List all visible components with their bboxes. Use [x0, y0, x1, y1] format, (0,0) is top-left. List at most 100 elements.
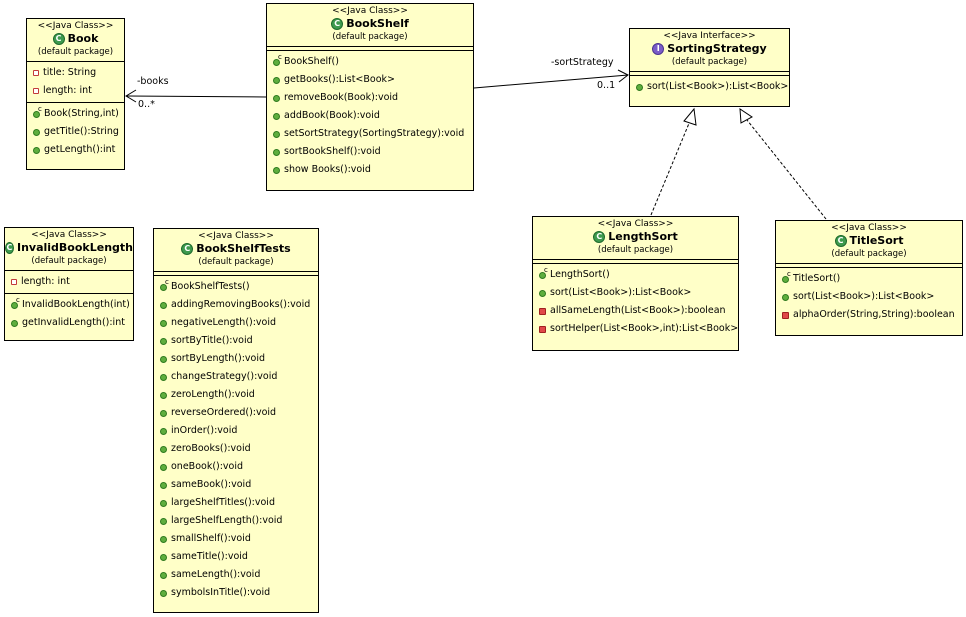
method-signature: sameTitle():void — [171, 551, 248, 562]
constructor-icon — [160, 279, 169, 291]
public-method-icon — [160, 337, 167, 345]
public-method-icon — [160, 427, 167, 435]
method-row[interactable]: sort(List<Book>):List<Book> — [636, 78, 789, 96]
class-icon: C — [52, 33, 65, 45]
methods-section: LengthSort() sort(List<Book>):List<Book> a… — [533, 264, 738, 340]
method-row[interactable]: sortByLength():void — [160, 350, 314, 368]
public-method-icon — [33, 146, 40, 154]
class-icon: C — [5, 242, 14, 254]
constructor-icon — [273, 54, 282, 66]
method-signature: sort(List<Book>):List<Book> — [550, 287, 692, 298]
method-signature: getTitle():String — [44, 126, 119, 137]
class-name: SortingStrategy — [667, 42, 767, 55]
class-name: BookShelfTests — [196, 242, 291, 255]
class-name: Book — [67, 32, 99, 45]
method-row[interactable]: oneBook():void — [160, 458, 314, 476]
public-method-icon — [273, 148, 280, 156]
methods-section: sort(List<Book>):List<Book> — [630, 76, 789, 98]
method-row[interactable]: smallShelf():void — [160, 530, 314, 548]
method-row[interactable]: zeroBooks():void — [160, 440, 314, 458]
method-row[interactable]: addingRemovingBooks():void — [160, 296, 314, 314]
method-signature: sort(List<Book>):List<Book> — [793, 291, 935, 302]
method-row[interactable]: getLength():int — [33, 141, 120, 159]
method-row[interactable]: setSortStrategy(SortingStrategy):void — [273, 125, 469, 143]
method-row[interactable]: BookShelfTests() — [160, 278, 314, 296]
method-row[interactable]: inOrder():void — [160, 422, 314, 440]
method-row[interactable]: symbolsInTitle():void — [160, 584, 314, 602]
method-row[interactable]: sameLength():void — [160, 566, 314, 584]
field-row[interactable]: title: String — [33, 64, 120, 82]
method-row[interactable]: sortBookShelf():void — [273, 143, 469, 161]
method-row[interactable]: negativeLength():void — [160, 314, 314, 332]
methods-section: BookShelfTests()addingRemovingBooks():vo… — [154, 276, 318, 604]
method-row[interactable]: alphaOrder(String,String):boolean — [782, 306, 958, 324]
private-method-icon — [782, 311, 789, 319]
method-signature: symbolsInTitle():void — [171, 587, 271, 598]
class-name: InvalidBookLength — [16, 241, 133, 254]
method-signature: sort(List<Book>):List<Book> — [647, 81, 789, 92]
constructor-icon — [33, 106, 42, 118]
package-label: (default package) — [332, 32, 408, 42]
package-label: (default package) — [198, 257, 274, 267]
method-row[interactable]: sort(List<Book>):List<Book> — [782, 288, 958, 306]
method-signature: show Books():void — [284, 164, 371, 175]
methods-section: BookShelf() getBooks():List<Book> removeBo… — [267, 51, 473, 181]
method-row[interactable]: InvalidBookLength(int) — [11, 296, 130, 314]
method-row[interactable]: getBooks():List<Book> — [273, 71, 469, 89]
stereotype: <<Java Class>> — [831, 223, 907, 233]
public-method-icon — [160, 499, 167, 507]
method-signature: oneBook():void — [171, 461, 244, 472]
field-row[interactable]: length: int — [33, 82, 120, 100]
public-method-icon — [160, 517, 167, 525]
method-row[interactable]: sameBook():void — [160, 476, 314, 494]
method-row[interactable]: sortByTitle():void — [160, 332, 314, 350]
field-text: title: String — [43, 67, 97, 78]
method-row[interactable]: addBook(Book):void — [273, 107, 469, 125]
method-row[interactable]: sameTitle():void — [160, 548, 314, 566]
class-icon: C — [331, 18, 344, 30]
method-signature: allSameLength(List<Book>):boolean — [550, 305, 726, 316]
lengthsort-realization-line — [650, 120, 691, 216]
books-role-label: -books — [137, 76, 169, 87]
field-row[interactable]: length: int — [11, 273, 129, 291]
method-signature: reverseOrdered():void — [171, 407, 277, 418]
method-signature: setSortStrategy(SortingStrategy):void — [284, 128, 465, 139]
books-association-line — [125, 95, 267, 98]
method-row[interactable]: BookShelf() — [273, 53, 469, 71]
method-row[interactable]: largeShelfTitles():void — [160, 494, 314, 512]
methods-section: TitleSort() sort(List<Book>):List<Book> al… — [776, 268, 962, 326]
method-row[interactable]: allSameLength(List<Book>):boolean — [539, 302, 734, 320]
method-row[interactable]: largeShelfLength():void — [160, 512, 314, 530]
method-signature: sortBookShelf():void — [284, 146, 381, 157]
method-row[interactable]: Book(String,int) — [33, 105, 120, 123]
class-name: TitleSort — [849, 234, 904, 247]
titlesort-realization-arrowhead — [739, 108, 753, 124]
method-row[interactable]: sortHelper(List<Book>,int):List<Book> — [539, 320, 738, 338]
method-signature: zeroLength():void — [171, 389, 255, 400]
public-method-icon — [273, 112, 280, 120]
method-signature: getLength():int — [44, 144, 116, 155]
method-row[interactable]: getInvalidLength():int — [11, 314, 129, 332]
method-row[interactable]: removeBook(Book):void — [273, 89, 469, 107]
class-name: LengthSort — [608, 230, 678, 243]
public-method-icon — [160, 481, 167, 489]
method-signature: getBooks():List<Book> — [284, 74, 395, 85]
method-row[interactable]: TitleSort() — [782, 270, 958, 288]
method-row[interactable]: reverseOrdered():void — [160, 404, 314, 422]
method-signature: zeroBooks():void — [171, 443, 251, 454]
public-method-icon — [636, 83, 643, 91]
method-row[interactable]: changeStrategy():void — [160, 368, 314, 386]
method-row[interactable]: LengthSort() — [539, 266, 734, 284]
method-row[interactable]: getTitle():String — [33, 123, 120, 141]
method-row[interactable]: show Books():void — [273, 161, 469, 179]
method-row[interactable]: sort(List<Book>):List<Book> — [539, 284, 734, 302]
interface-icon: I — [652, 43, 665, 55]
method-row[interactable]: zeroLength():void — [160, 386, 314, 404]
